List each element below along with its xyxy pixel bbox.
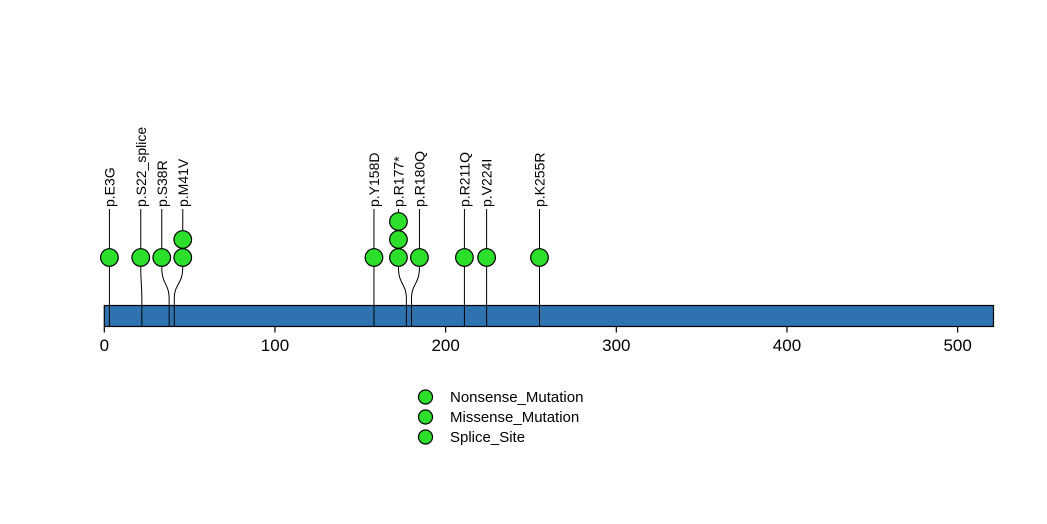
mutation-label: p.Y158D [366,153,382,207]
mutation-stem [140,209,143,327]
mutation-label: p.V224I [479,159,495,207]
mutation-marker [389,230,408,249]
axis-tick-label: 500 [943,336,971,355]
mutation-stem [173,209,184,327]
mutation-marker [173,248,193,267]
axis-tick-label: 100 [261,336,289,355]
legend-label: Missense_Mutation [450,409,579,426]
mutation-stem [397,209,407,327]
axis-tick-label: 200 [431,336,459,355]
mutation-marker [389,212,408,231]
mutation-marker [389,248,408,267]
mutation-marker [131,248,151,267]
axis-tick-label: 400 [773,336,801,355]
legend-marker [417,429,434,445]
mutation-marker [100,248,119,267]
mutation-marker [455,248,474,267]
mutation-marker [364,248,384,267]
mutation-label: p.R211Q [456,152,472,207]
legend-label: Splice_Site [450,429,525,446]
mutation-label: p.M41V [175,158,191,207]
legend-label: Nonsense_Mutation [450,389,583,406]
axis-tick-label: 300 [602,336,630,355]
protein-bar [103,304,995,328]
mutation-marker [530,248,549,267]
mutation-label: p.S22_splice [133,127,149,207]
mutation-marker [173,230,193,249]
legend-marker [417,389,434,405]
mutation-label: p.R180Q [411,151,427,207]
axis-tick-label: 0 [100,336,109,355]
mutation-label: p.R177* [390,156,406,207]
mutation-stem [411,209,420,327]
mutation-label: p.E3G [101,167,117,207]
mutation-marker [152,248,172,267]
mutation-label: p.S38R [154,160,170,207]
mutation-marker [477,248,497,267]
mutation-label: p.K255R [532,153,548,207]
legend-marker [417,409,434,425]
mutation-stem [161,209,170,327]
mutation-marker [410,248,429,267]
